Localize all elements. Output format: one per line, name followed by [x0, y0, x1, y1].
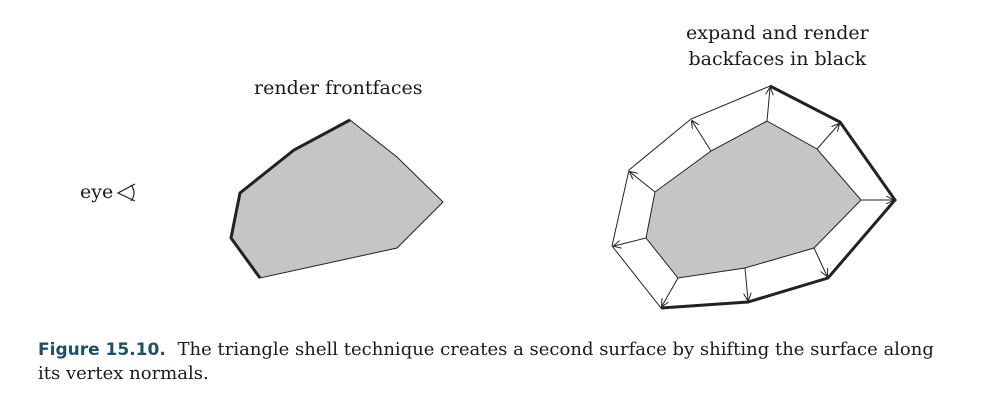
figure-diagram: [116, 84, 897, 310]
frontface-edge-highlight: [229, 118, 351, 279]
figure-number: Figure 15.10.: [38, 340, 166, 360]
frontface-polygon: [229, 118, 444, 279]
inner-surface: [645, 120, 862, 279]
expand-label-line1: expand and render: [686, 22, 869, 44]
vertex-normal-arrows: [614, 88, 893, 306]
expand-label-line2: backfaces in black: [688, 48, 867, 70]
shell-diagram: [611, 84, 897, 310]
expand-backfaces-label: expand and render backfaces in black: [686, 20, 869, 72]
figure-caption: Figure 15.10. The triangle shell techniq…: [38, 338, 953, 386]
eye-label: eye: [80, 181, 114, 203]
eye-icon: [116, 183, 136, 202]
caption-text: The triangle shell technique creates a s…: [38, 339, 934, 384]
render-frontfaces-label: render frontfaces: [254, 77, 423, 99]
backface-edge-highlight: [660, 84, 897, 310]
